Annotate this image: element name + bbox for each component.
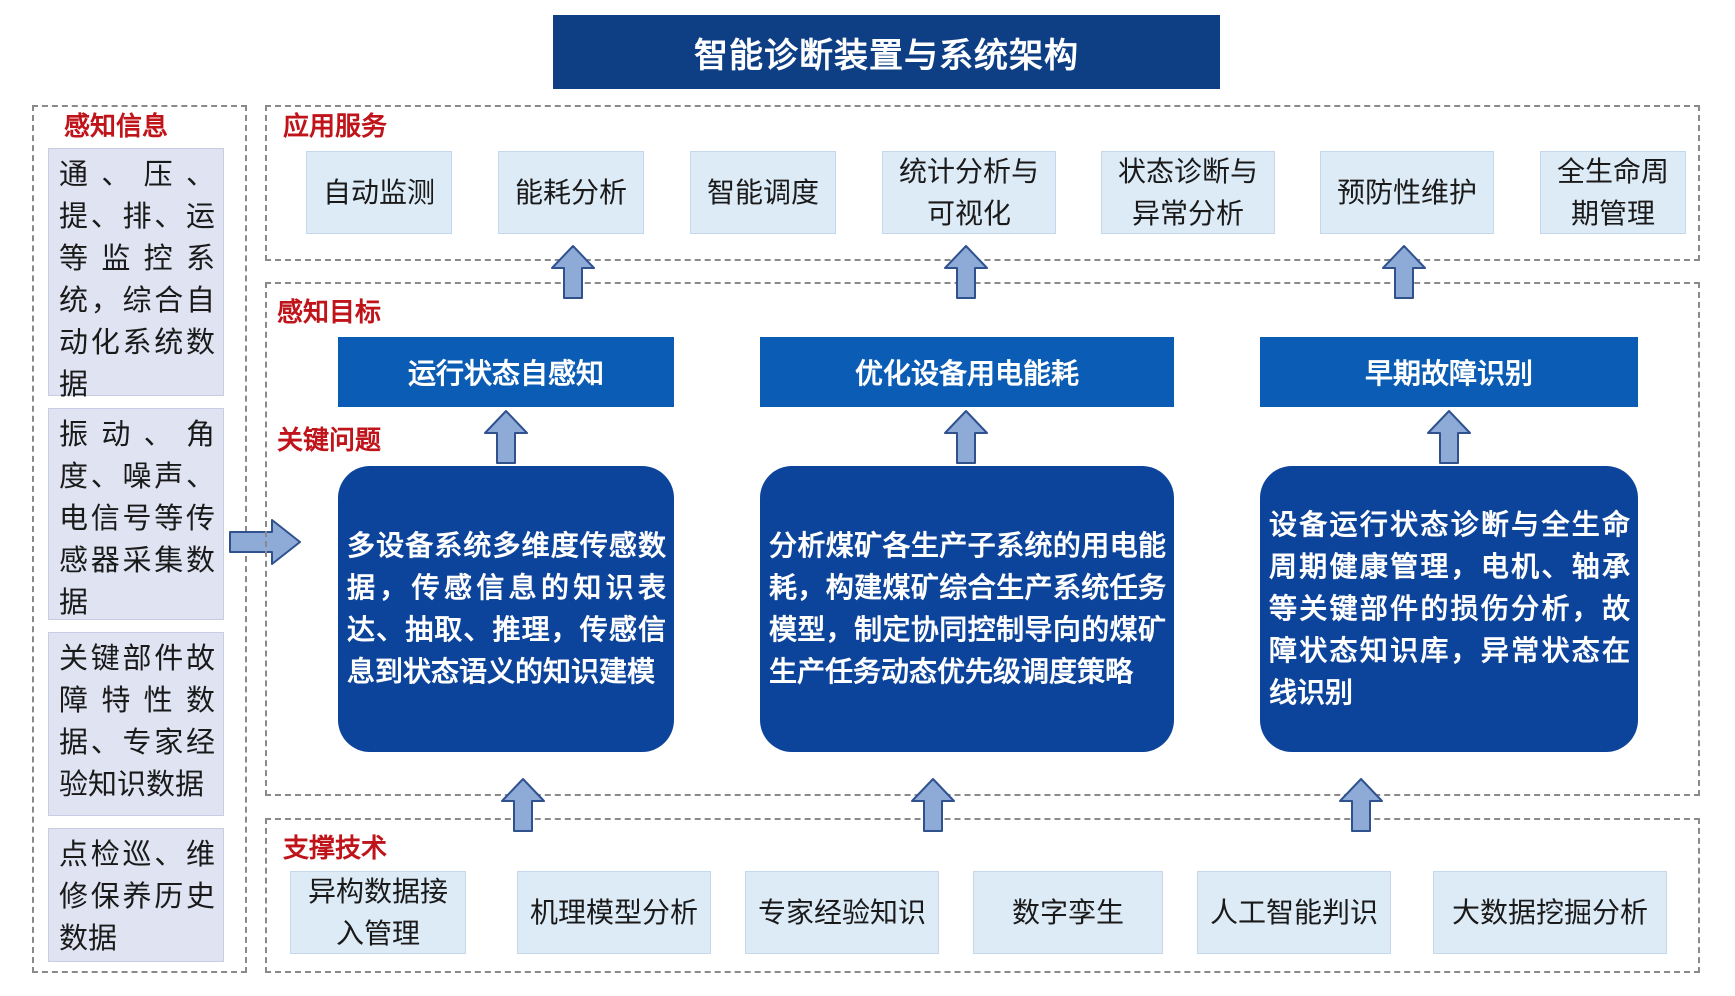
arrow-up-icon: [1381, 244, 1427, 300]
issue-text: 分析煤矿各生产子系统的用电能耗，构建煤矿综合生产系统任务模型，制定协同控制导向的…: [769, 529, 1166, 688]
support-tech-frame: [265, 818, 1700, 973]
tech-heterogeneous-data: 异构数据接入管理: [290, 871, 466, 954]
app-services-label: 应用服务: [283, 112, 388, 142]
key-issues-label: 关键问题: [277, 426, 382, 456]
perception-goals-label: 感知目标: [277, 298, 382, 328]
tech-ai-recognition: 人工智能判识: [1197, 871, 1391, 954]
tech-big-data-mining: 大数据挖掘分析: [1433, 871, 1667, 954]
app-services-frame: [265, 105, 1700, 261]
service-preventive-maintenance: 预防性维护: [1320, 151, 1494, 234]
issue-text: 多设备系统多维度传感数据，传感信息的知识表达、抽取、推理，传感信息到状态语义的知…: [347, 529, 666, 688]
goal-energy-optimization: 优化设备用电能耗: [760, 337, 1174, 407]
perception-info-item: 通、压、提、排、运等监控系统，综合自动化系统数据: [48, 148, 224, 401]
page-title: 智能诊断装置与系统架构: [553, 15, 1220, 89]
issue-text: 设备运行状态诊断与全生命周期健康管理，电机、轴承等关键部件的损伤分析，故障状态知…: [1269, 508, 1630, 709]
issue-fault-diagnosis: 设备运行状态诊断与全生命周期健康管理，电机、轴承等关键部件的损伤分析，故障状态知…: [1260, 466, 1638, 752]
arrow-up-icon: [500, 777, 546, 833]
service-smart-dispatch: 智能调度: [690, 151, 836, 234]
issue-energy-scheduling: 分析煤矿各生产子系统的用电能耗，构建煤矿综合生产系统任务模型，制定协同控制导向的…: [760, 466, 1174, 752]
tech-mechanism-model: 机理模型分析: [517, 871, 711, 954]
arrow-up-icon: [943, 409, 989, 465]
service-energy-analysis: 能耗分析: [498, 151, 644, 234]
arrow-up-icon: [943, 244, 989, 300]
perception-info-item: 点检巡、维修保养历史数据: [48, 828, 224, 962]
tech-expert-knowledge: 专家经验知识: [745, 871, 939, 954]
support-tech-label: 支撑技术: [283, 834, 388, 864]
tech-digital-twin: 数字孪生: [973, 871, 1163, 954]
perception-info-label: 感知信息: [64, 112, 169, 142]
arrow-up-icon: [910, 777, 956, 833]
issue-sensor-knowledge-modeling: 多设备系统多维度传感数据，传感信息的知识表达、抽取、推理，传感信息到状态语义的知…: [338, 466, 674, 752]
arrow-up-icon: [1338, 777, 1384, 833]
service-statistics-visualization: 统计分析与可视化: [882, 151, 1056, 234]
arrow-up-icon: [550, 244, 596, 300]
service-state-diagnosis: 状态诊断与异常分析: [1101, 151, 1275, 234]
perception-info-item: 振动、角度、噪声、电信号等传感器采集数据: [48, 408, 224, 620]
goal-self-perception: 运行状态自感知: [338, 337, 674, 407]
service-lifecycle-management: 全生命周期管理: [1540, 151, 1686, 234]
service-auto-monitoring: 自动监测: [306, 151, 452, 234]
arrow-up-icon: [1426, 409, 1472, 465]
goal-early-fault-detection: 早期故障识别: [1260, 337, 1638, 407]
goals-issues-frame: [265, 282, 1700, 796]
perception-info-item: 关键部件故障特性数据、专家经验知识数据: [48, 632, 224, 816]
arrow-up-icon: [483, 409, 529, 465]
